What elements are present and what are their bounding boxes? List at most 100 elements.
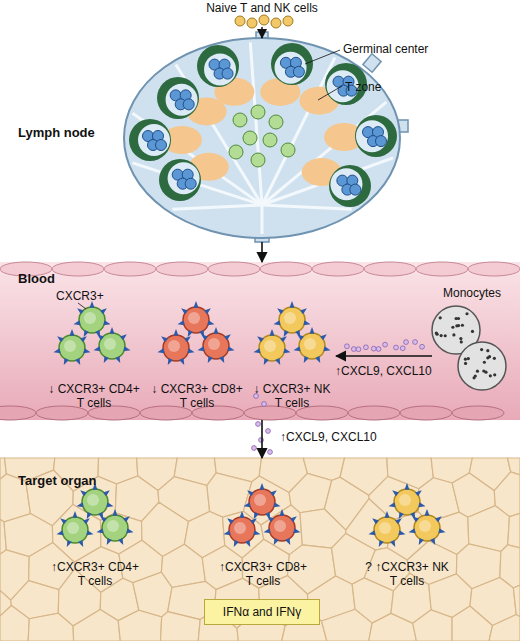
granule bbox=[493, 357, 496, 360]
granule bbox=[464, 362, 467, 365]
cxcr3-receptor bbox=[115, 356, 120, 363]
cxcr3-receptor bbox=[77, 308, 84, 314]
cxcr3-receptor bbox=[177, 320, 184, 325]
callout-label: T zone bbox=[345, 80, 405, 94]
tissue-cell bbox=[28, 613, 73, 641]
granule bbox=[436, 333, 439, 336]
naive-cell bbox=[271, 18, 281, 28]
cxcr3-receptor bbox=[372, 518, 379, 524]
cxcr3-receptor bbox=[280, 336, 287, 342]
lymphocyte bbox=[73, 301, 110, 337]
target-organ-band: Target organ↑CXCR3+ CD4+ T cells↑CXCR3+ … bbox=[0, 458, 520, 641]
tissue-cell bbox=[161, 612, 201, 641]
cxcr3-receptor bbox=[103, 490, 110, 496]
cell-nucleus bbox=[84, 312, 96, 324]
granule bbox=[493, 373, 496, 376]
endothelial-cell bbox=[468, 262, 520, 276]
monocyte-group: Monocytes bbox=[432, 284, 512, 396]
granule bbox=[439, 316, 442, 319]
cxcr3-receptor bbox=[290, 301, 295, 308]
cxcr3-receptor bbox=[224, 334, 231, 340]
cell-nucleus bbox=[107, 520, 119, 532]
cxcr3-receptor bbox=[267, 516, 274, 522]
t-cell-small bbox=[229, 145, 243, 159]
cxcr3-receptor bbox=[126, 528, 133, 533]
cell-group: ? ↑CXCR3+ NK T cells bbox=[350, 486, 464, 588]
cxcr3-receptor bbox=[390, 540, 395, 547]
tissue-cell bbox=[413, 610, 452, 641]
blood-vessel-illustration bbox=[0, 262, 520, 420]
flow-arrow bbox=[336, 355, 432, 357]
naive-cell bbox=[283, 16, 293, 26]
cell-nucleus bbox=[104, 338, 116, 350]
cxcr3-receptor bbox=[300, 308, 307, 314]
cxcr3-receptor bbox=[419, 538, 424, 545]
cxcr3-receptor bbox=[73, 511, 78, 518]
follicle-mantle bbox=[355, 115, 397, 157]
endothelial-cell bbox=[52, 262, 104, 276]
t-cell-small bbox=[281, 143, 295, 157]
chemokine-dot bbox=[404, 340, 409, 345]
septum bbox=[172, 205, 262, 209]
naive-cell bbox=[259, 15, 269, 25]
cxcr3-receptor bbox=[273, 502, 280, 507]
cell-nucleus bbox=[284, 312, 296, 324]
granule bbox=[440, 334, 443, 337]
cell-nucleus bbox=[264, 340, 276, 352]
lymphocyte bbox=[243, 483, 280, 519]
tissue-cell bbox=[508, 513, 520, 548]
cxcr3-receptor bbox=[234, 540, 239, 547]
chemokine-dot bbox=[252, 446, 257, 451]
cxcr3-receptor bbox=[303, 320, 310, 325]
granule bbox=[467, 357, 470, 360]
cxcr3-receptor bbox=[227, 518, 234, 524]
cxcr3-receptor bbox=[93, 346, 100, 351]
cxcr3-receptor bbox=[123, 516, 130, 522]
cell-nucleus bbox=[188, 312, 200, 324]
blood-lumen bbox=[0, 262, 520, 420]
cxcr3-receptor bbox=[76, 502, 83, 507]
cxcr3-receptor bbox=[188, 330, 193, 337]
cxcr3-receptor bbox=[275, 358, 280, 365]
cxcr3-receptor bbox=[285, 538, 290, 545]
granule bbox=[489, 374, 492, 377]
cxcr3-receptor bbox=[83, 348, 90, 353]
cxcr3-receptor bbox=[123, 346, 130, 351]
septum bbox=[261, 205, 264, 234]
cxcr3-receptor bbox=[435, 516, 442, 522]
chemokine-dot bbox=[256, 422, 261, 427]
cxcr3-receptor bbox=[204, 308, 211, 314]
follicle bbox=[355, 115, 397, 157]
tissue-cell bbox=[489, 615, 520, 641]
cxcr3-receptor bbox=[253, 348, 260, 353]
cxcr3-receptor bbox=[53, 348, 60, 353]
lymphocyte bbox=[408, 509, 445, 545]
cxcr3-receptor bbox=[280, 509, 285, 516]
cxcr3-receptor bbox=[184, 336, 191, 342]
cxcr3-receptor bbox=[83, 518, 90, 524]
germinal-center bbox=[168, 162, 200, 194]
naive-cell bbox=[247, 18, 257, 28]
cxcr3-receptor bbox=[73, 320, 80, 325]
cell-nucleus bbox=[379, 522, 391, 534]
cxcr3-receptor bbox=[293, 346, 300, 351]
cxcr3-receptor bbox=[277, 308, 284, 314]
cxcr3-receptor bbox=[273, 320, 280, 325]
chemokine-dot bbox=[413, 340, 418, 345]
cell-group: ↓ CXCR3+ CD4+ T cells bbox=[44, 302, 144, 414]
cxcr3-receptor bbox=[395, 518, 402, 524]
endothelial-cell bbox=[400, 406, 452, 420]
granule bbox=[451, 326, 454, 329]
endothelial-cell bbox=[104, 262, 156, 276]
cxcr3-receptor bbox=[408, 528, 415, 533]
t-cell-small bbox=[251, 153, 265, 167]
t-cell-small bbox=[233, 113, 247, 127]
cell-nucleus bbox=[168, 340, 180, 352]
cxcr3-receptor bbox=[86, 530, 93, 535]
cxcr3-receptor bbox=[392, 490, 399, 496]
follicle-mantle bbox=[157, 77, 199, 119]
cxcr3-receptor bbox=[227, 346, 234, 351]
chemokine-dot bbox=[262, 402, 267, 407]
cxcr3-receptor bbox=[113, 509, 118, 516]
